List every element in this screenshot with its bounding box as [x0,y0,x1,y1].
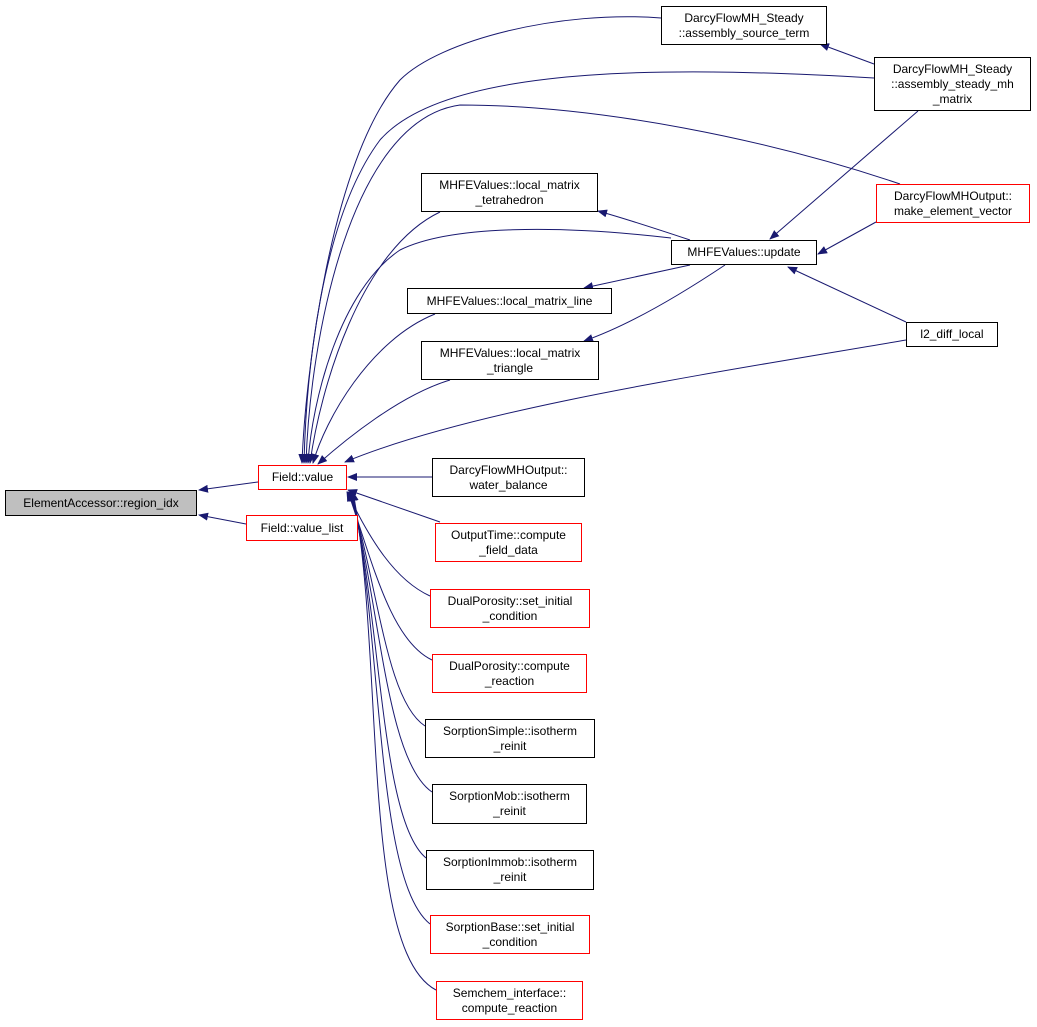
edge-update-to-triangle [583,264,726,342]
node-label-line: SorptionMob::isotherm [449,789,570,803]
node-label-line: MHFEValues::local_matrix [439,345,581,360]
edge-dp-compute-reaction-to-value [347,491,433,661]
node-label-line: ElementAccessor::region_idx [23,495,179,510]
edge-l2-diff-to-value [344,339,907,463]
node-label-line: make_element_vector [893,203,1013,218]
edge-update-to-line [583,264,691,291]
node-label-line: _tetrahedron [475,192,544,207]
edge-make-element-vector-to-value [302,104,901,464]
edge-steady-mh-to-source-term [819,43,875,65]
node-label-line: DarcyFlowMHOutput:: [893,188,1013,203]
node-value-list[interactable]: Field::value_list [246,515,358,541]
node-steady-mh[interactable]: DarcyFlowMH_Steady::assembly_steady_mh_m… [874,57,1031,111]
node-label-line: _condition [482,934,538,949]
node-l2-diff[interactable]: l2_diff_local [906,322,998,347]
node-label-line: water_balance [469,477,548,492]
node-label-line: l2_diff_local [920,327,984,341]
node-make-element-vector[interactable]: DarcyFlowMHOutput::make_element_vector [876,184,1030,223]
node-dp-set-initial[interactable]: DualPorosity::set_initial_condition [430,589,590,628]
edge-l2-diff-to-update [787,266,907,323]
node-compute-field-data[interactable]: OutputTime::compute_field_data [435,523,582,562]
node-update[interactable]: MHFEValues::update [671,240,817,265]
node-label-line: _field_data [479,542,538,557]
node-semchem[interactable]: Semchem_interface::compute_reaction [436,981,583,1020]
edge-make-element-vector-to-update [817,221,877,255]
edge-update-to-value [304,228,672,464]
node-label-line: _condition [482,608,538,623]
node-label-line: compute_reaction [461,1000,558,1015]
node-dp-compute-reaction[interactable]: DualPorosity::compute_reaction [432,654,587,693]
node-label-line: _reinit [493,738,527,753]
edge-dp-set-initial-to-value [346,491,431,597]
node-label-line: _reinit [493,804,526,818]
node-tetrahedron[interactable]: MHFEValues::local_matrix_tetrahedron [421,173,598,212]
node-sorption-base[interactable]: SorptionBase::set_initial_condition [430,915,590,954]
node-label-line: Semchem_interface:: [452,985,567,1000]
node-label-line: OutputTime::compute [451,527,566,542]
node-water-balance[interactable]: DarcyFlowMHOutput::water_balance [432,458,585,497]
node-line[interactable]: MHFEValues::local_matrix_line [407,288,612,314]
node-label-line: DualPorosity::set_initial [447,593,573,608]
node-label-line: MHFEValues::update [687,245,801,259]
node-label-line: DualPorosity::compute [449,658,570,673]
edge-sorption-mob-to-value [348,491,433,793]
edge-compute-field-data-to-value [347,489,441,523]
node-label-line: SorptionBase::set_initial [445,919,575,934]
edge-source-term-to-value [298,16,662,464]
node-label-line: DarcyFlowMHOutput:: [449,462,568,477]
edge-steady-mh-to-value [300,71,875,464]
node-label-line: ::assembly_steady_mh [891,76,1014,91]
node-value[interactable]: Field::value [258,465,347,490]
node-label-line: MHFEValues::local_matrix_line [426,293,593,308]
edge-value-list-to-region-idx [198,512,247,525]
node-label-line: SorptionImmob::isotherm [442,855,578,869]
edge-steady-mh-to-update [769,110,919,240]
node-label-line: _matrix [932,91,973,106]
node-label-line: Field::value [271,470,334,484]
edge-update-to-tetrahedron [597,209,691,241]
node-triangle[interactable]: MHFEValues::local_matrix_triangle [421,341,599,380]
node-source-term[interactable]: DarcyFlowMH_Steady::assembly_source_term [661,6,827,45]
node-sorption-immob[interactable]: SorptionImmob::isotherm_reinit [426,850,594,890]
node-label-line: Field::value_list [260,520,344,535]
node-label-line: DarcyFlowMH_Steady [892,61,1013,76]
edge-value-to-region-idx [198,481,259,493]
node-label-line: SorptionSimple::isotherm [442,723,578,738]
node-region-idx[interactable]: ElementAccessor::region_idx [5,490,197,516]
node-label-line: DarcyFlowMH_Steady [684,10,804,25]
edge-line-to-value [311,313,436,464]
edge-sorption-simple-to-value [348,491,426,727]
node-sorption-simple[interactable]: SorptionSimple::isotherm_reinit [425,719,595,758]
node-sorption-mob[interactable]: SorptionMob::isotherm_reinit [432,784,587,824]
node-label-line: ::assembly_source_term [678,25,810,40]
node-label-line: _reaction [484,673,535,688]
node-label-line: _triangle [486,360,534,375]
edge-tetrahedron-to-value [307,211,441,464]
node-label-line: _reinit [493,870,527,884]
edge-semchem-to-value [350,491,437,991]
edge-triangle-to-value [317,379,451,465]
node-label-line: MHFEValues::local_matrix [439,177,580,192]
